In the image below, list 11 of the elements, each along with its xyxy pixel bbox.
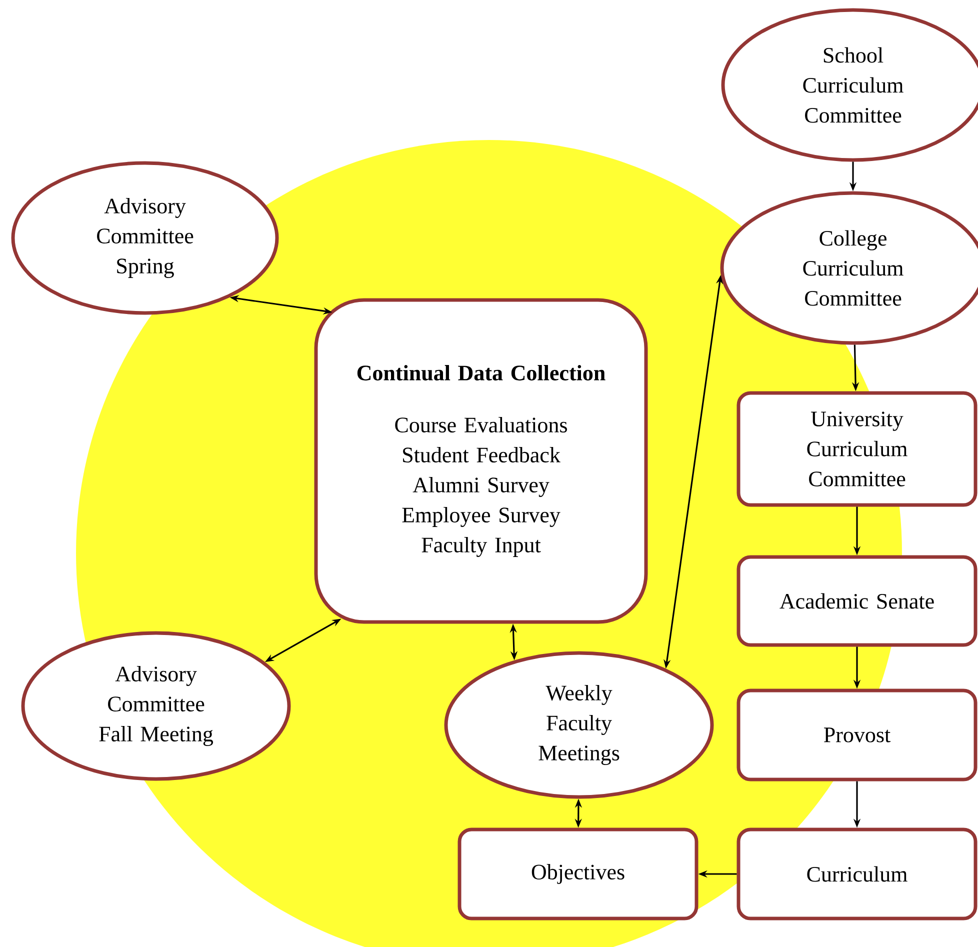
process-box: University Curriculum Committee [736,391,978,507]
ellipse-node: Advisory Committee Spring [11,161,279,315]
ellipse-node: Weekly Faculty Meetings [444,651,714,799]
ellipse-node: Advisory Committee Fall Meeting [21,631,291,781]
process-box: Provost [736,688,978,782]
process-box: Academic Senate [736,555,978,647]
node-label: College Curriculum Committee [803,230,904,306]
process-box: Curriculum [736,828,978,920]
ellipse-node: College Curriculum Committee [720,191,978,345]
process-box: Objectives [458,828,698,920]
data-collection-box: Continual Data Collection Course Evaluations Student Feedback Alumni Survey Employee Survey Faculty Input [314,298,648,624]
